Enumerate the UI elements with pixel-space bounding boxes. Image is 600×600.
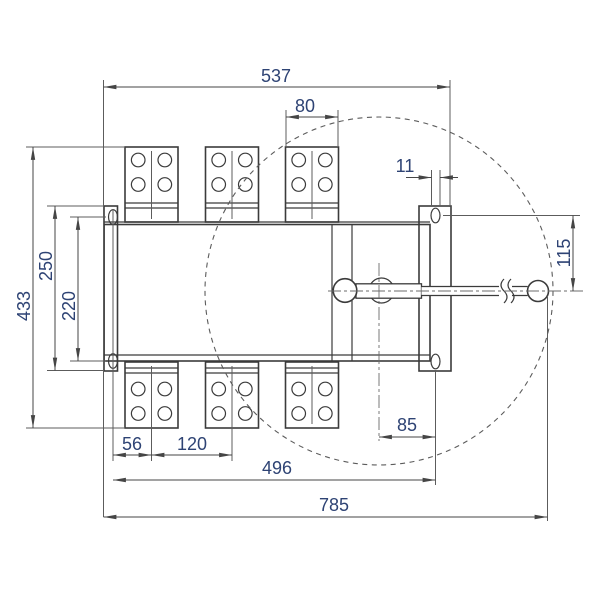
dim-label-433: 433 xyxy=(14,291,34,321)
handle-ball-joint xyxy=(332,277,358,304)
dimension-lines xyxy=(30,84,576,520)
dim-label-537: 537 xyxy=(261,66,291,86)
dimension-labels: 537 80 11 115 433 250 220 56 120 85 496 … xyxy=(14,66,574,515)
dim-label-85: 85 xyxy=(397,415,417,435)
dim-label-115: 115 xyxy=(554,239,574,268)
dim-label-56: 56 xyxy=(122,434,142,454)
dim-label-11: 11 xyxy=(396,156,415,176)
dim-label-496: 496 xyxy=(262,458,292,478)
dim-label-250: 250 xyxy=(36,251,56,281)
dim-label-80: 80 xyxy=(295,96,315,116)
mounting-slot xyxy=(430,353,441,370)
dim-label-220: 220 xyxy=(59,291,79,321)
centerlines xyxy=(328,263,583,441)
dim-label-785: 785 xyxy=(319,495,349,515)
dim-label-120: 120 xyxy=(177,434,207,454)
mounting-slot xyxy=(430,207,441,224)
